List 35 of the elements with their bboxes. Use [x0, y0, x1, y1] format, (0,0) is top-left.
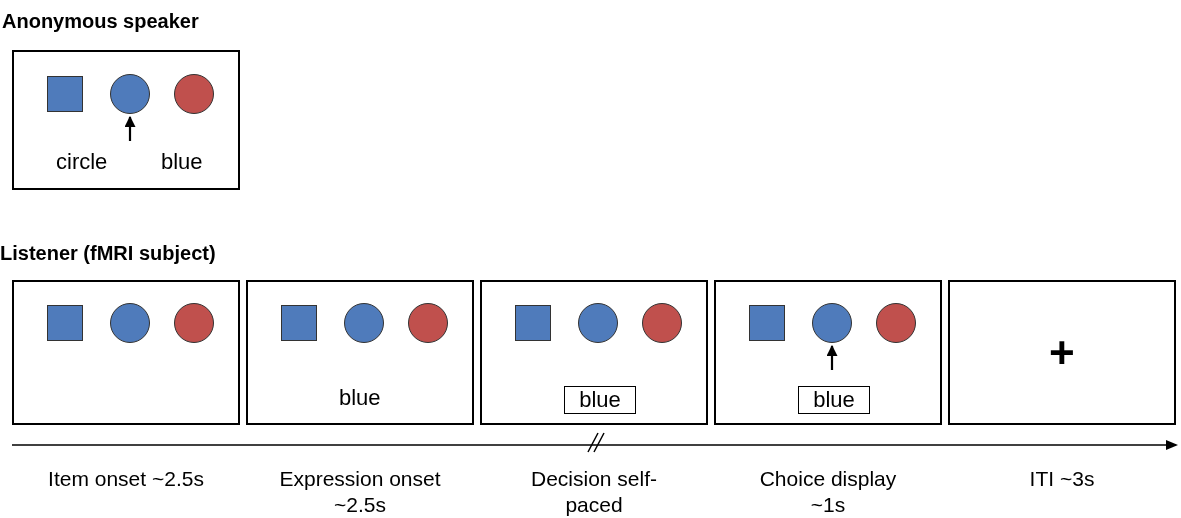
screen-panel [480, 280, 708, 425]
screen-panel [714, 280, 942, 425]
word-box: blue [564, 386, 636, 414]
phase-label: Expression onset ~2.5s [278, 466, 442, 518]
phase-label: Choice display ~1s [758, 466, 898, 518]
screen-panel [246, 280, 474, 425]
phase-label: ITI ~3s [1028, 466, 1096, 492]
circle-shape [578, 303, 618, 343]
arrow [826, 344, 838, 370]
circle-shape [642, 303, 682, 343]
section-heading: Listener (fMRI subject) [0, 242, 216, 265]
panel-heading: Anonymous speaker [2, 10, 199, 33]
circle-shape [876, 303, 916, 343]
circle-shape [174, 303, 214, 343]
circle-shape [408, 303, 448, 343]
circle-shape [110, 303, 150, 343]
square-shape [281, 305, 317, 341]
word-label: blue [339, 385, 381, 411]
circle-shape [812, 303, 852, 343]
square-shape [47, 76, 83, 112]
phase-label: Item onset ~2.5s [47, 466, 205, 492]
square-shape [515, 305, 551, 341]
square-shape [47, 305, 83, 341]
arrow [124, 115, 136, 141]
phase-label: Decision self-paced [529, 466, 658, 518]
screen-panel [948, 280, 1176, 425]
square-shape [749, 305, 785, 341]
word-box: blue [798, 386, 870, 414]
screen-panel [12, 280, 240, 425]
fixation-cross: + [1049, 328, 1075, 378]
circle-shape [344, 303, 384, 343]
word-label: circle [56, 149, 108, 175]
circle-shape [174, 74, 214, 114]
circle-shape [110, 74, 150, 114]
word-label: blue [161, 149, 203, 175]
